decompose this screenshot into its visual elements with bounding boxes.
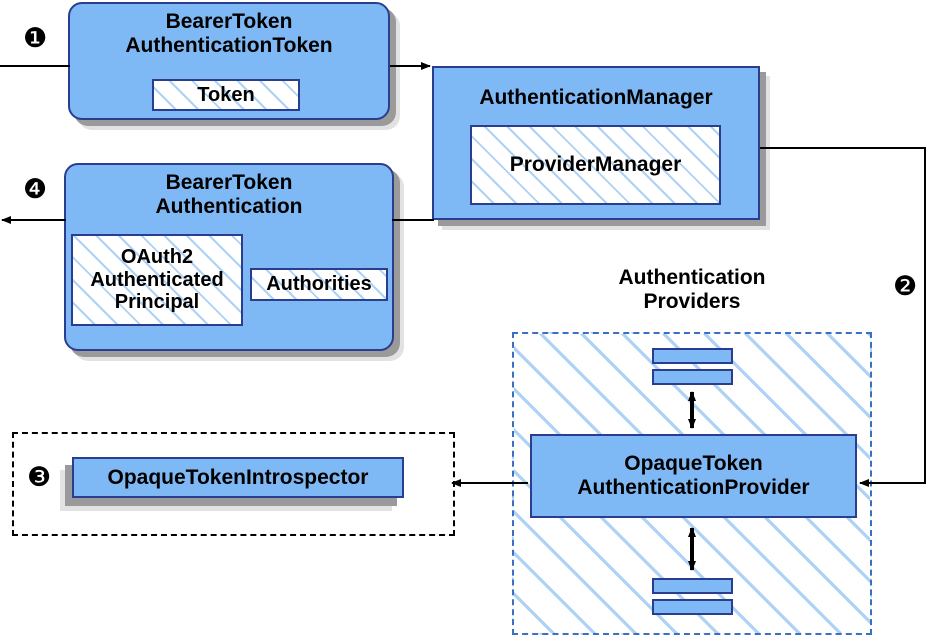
bta-title-line2: Authentication (155, 194, 303, 218)
provider-stack-bottom-bar-2 (652, 599, 733, 615)
am-title: AuthenticationManager (479, 86, 713, 109)
step-badge-3: ❸ (27, 462, 52, 493)
btat-inner-token-label: Token (197, 83, 255, 106)
bta-principal-line2: Authenticated (90, 268, 224, 291)
step-badge-2: ❷ (893, 271, 918, 302)
bta-inner-authorities-box[interactable]: Authorities (250, 268, 388, 301)
step-badge-4: ❹ (23, 174, 48, 205)
bta-principal-line1: OAuth2 (120, 245, 194, 268)
step-badge-1: ❶ (23, 23, 48, 54)
bta-principal-line3: Principal (114, 291, 200, 314)
otap-title-line1: OpaqueToken (624, 451, 763, 475)
btat-inner-token-box[interactable]: Token (152, 79, 300, 111)
node-opaque-token-introspector[interactable]: OpaqueTokenIntrospector (72, 457, 404, 498)
bta-title-line1: BearerToken (165, 171, 293, 194)
authentication-providers-group-label: Authentication Providers (562, 266, 822, 313)
ap-group-label-line1: Authentication (618, 266, 766, 289)
oti-title: OpaqueTokenIntrospector (107, 465, 369, 489)
ap-group-label-line2: Providers (643, 289, 741, 313)
bta-authorities-label: Authorities (266, 273, 372, 295)
btat-title-line1: BearerToken (165, 10, 293, 33)
bta-inner-oauth2-principal-box[interactable]: OAuth2 Authenticated Principal (71, 234, 243, 326)
am-inner-provider-manager-box[interactable]: ProviderManager (470, 125, 721, 205)
provider-stack-top-bar-1 (652, 348, 733, 364)
provider-stack-top-bar-2 (652, 369, 733, 385)
btat-title-line2: AuthenticationToken (125, 33, 333, 57)
node-opaque-token-authentication-provider[interactable]: OpaqueToken AuthenticationProvider (530, 434, 857, 518)
am-inner-provider-manager-label: ProviderManager (509, 153, 682, 176)
otap-title-line2: AuthenticationProvider (577, 476, 810, 499)
provider-stack-bottom-bar-1 (652, 578, 733, 594)
